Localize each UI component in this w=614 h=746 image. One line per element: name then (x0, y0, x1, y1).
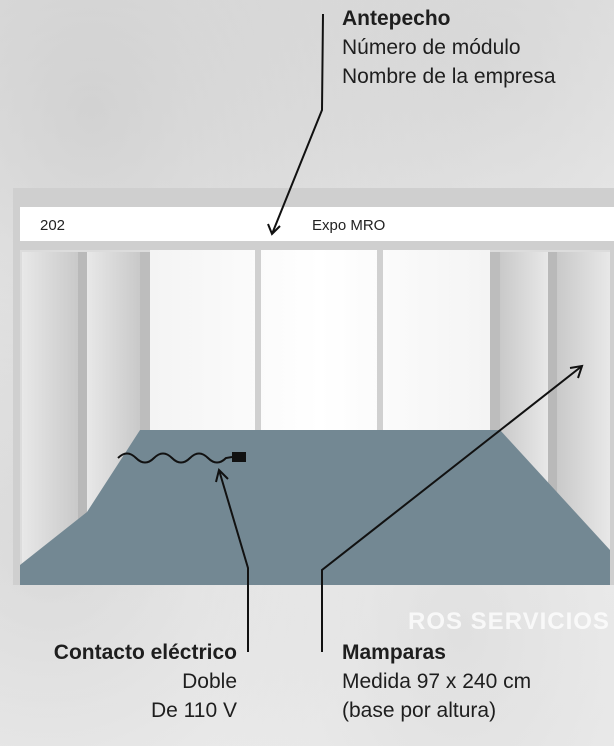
mamparas-line: (base por altura) (342, 699, 497, 722)
back-divider (255, 250, 261, 430)
antepecho-title: Antepecho (342, 7, 451, 30)
back-wall (150, 250, 490, 430)
fascia-panel (20, 207, 614, 241)
contacto-leader (218, 469, 249, 652)
contacto-title: Contacto eléctrico (53, 641, 237, 664)
left-wall-panel (87, 252, 140, 515)
antepecho-callout: Antepecho Número de módulo Nombre de la … (342, 4, 556, 91)
right-wall-panel (557, 252, 610, 585)
mamparas-arrowhead (569, 364, 584, 379)
company-name: Expo MRO (312, 217, 386, 234)
contacto-callout: Contacto eléctrico Doble De 110 V (54, 638, 237, 725)
contacto-arrowhead (215, 468, 229, 483)
right-wall-panel (500, 252, 548, 505)
mamparas-callout: Mamparas Medida 97 x 240 cm (base por al… (342, 638, 531, 725)
right-post (490, 252, 500, 432)
mamparas-title: Mamparas (342, 641, 446, 664)
antepecho-line: Número de módulo (342, 36, 521, 59)
antepecho-leader (271, 13, 324, 235)
background-text: ROS SERVICIOS (408, 608, 610, 635)
left-post (78, 252, 87, 552)
power-outlet (232, 452, 246, 462)
mamparas-leader (321, 365, 583, 652)
left-wall-panel (22, 252, 78, 585)
floor-carpet (20, 430, 610, 585)
antepecho-line: Nombre de la empresa (342, 65, 556, 88)
mamparas-line: Medida 97 x 240 cm (342, 670, 532, 693)
antepecho-arrowhead (267, 223, 281, 236)
contacto-line: Doble (182, 670, 237, 693)
module-number: 202 (40, 217, 66, 234)
power-cable (117, 452, 233, 464)
right-post (548, 252, 557, 552)
contacto-line: De 110 V (151, 699, 237, 722)
back-divider (377, 250, 383, 430)
left-post (140, 252, 150, 432)
